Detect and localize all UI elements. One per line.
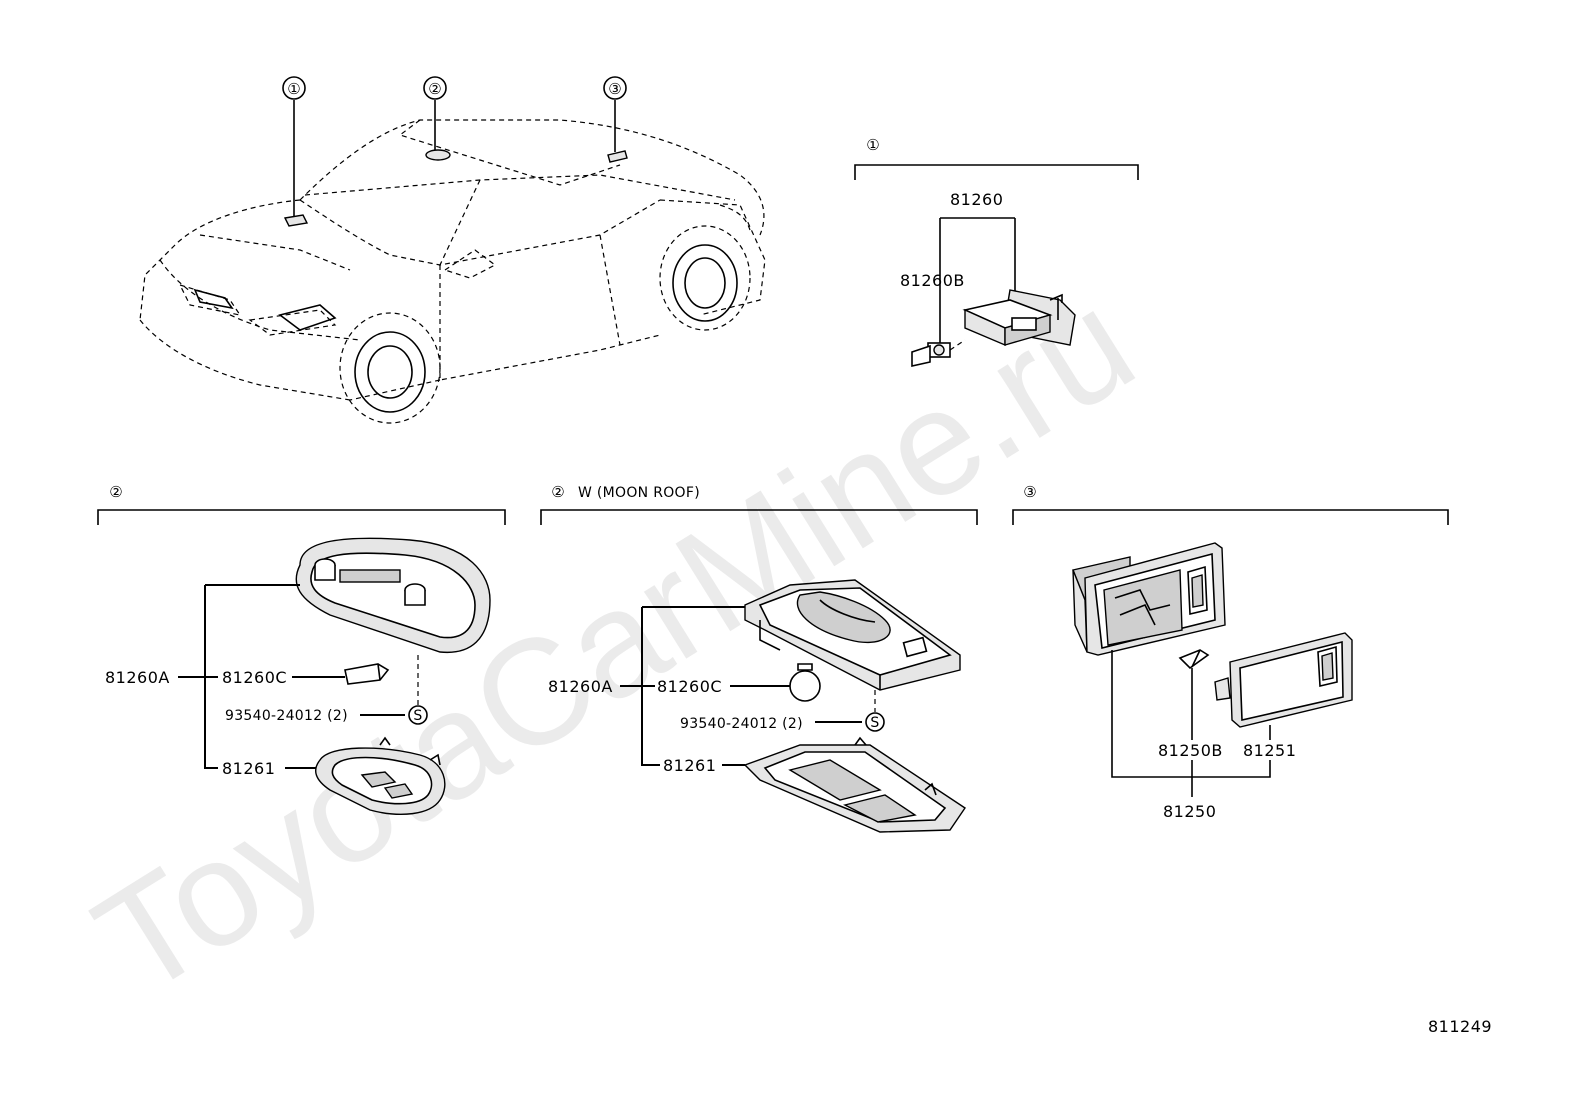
car-callout-3: ③ xyxy=(603,76,627,100)
section-2-marker: ② xyxy=(109,483,122,501)
section-2w-title: W (MOON ROOF) xyxy=(578,485,700,501)
bulb-81250B xyxy=(1178,649,1210,670)
svg-text:S: S xyxy=(413,708,422,724)
bulb-81260C xyxy=(344,663,390,685)
screw-93540: S xyxy=(408,705,428,725)
svg-text:②: ② xyxy=(428,80,441,98)
section-2: ② 81260A 81260C 93540-24012 (2) S xyxy=(97,483,506,815)
rear-wheel xyxy=(659,225,751,331)
part-label-93540-24012-w: 93540-24012 (2) xyxy=(680,716,803,732)
part-label-81261: 81261 xyxy=(222,759,275,778)
section-1: ① 81260 81260B xyxy=(854,136,1139,367)
part-label-81260A-w: 81260A xyxy=(548,677,613,696)
part-label-81250: 81250 xyxy=(1163,802,1216,821)
svg-text:③: ③ xyxy=(608,80,621,98)
section-3: ③ xyxy=(1012,483,1449,821)
part-label-81261-w: 81261 xyxy=(663,756,716,775)
leader-81260A xyxy=(204,584,300,769)
section-2-bracket xyxy=(97,509,506,525)
svg-text:S: S xyxy=(870,715,879,731)
moonroof-lamp-lens xyxy=(743,736,966,833)
section-1-bracket xyxy=(854,164,1139,180)
lamp-location-2 xyxy=(425,149,451,161)
figure-code: 811249 xyxy=(1428,1017,1492,1036)
bulb-81260B xyxy=(911,342,951,367)
part-label-81260A: 81260A xyxy=(105,668,170,687)
lamp-location-3 xyxy=(607,150,628,163)
car-outline xyxy=(139,119,766,401)
svg-text:①: ① xyxy=(287,80,300,98)
part-label-93540-24012: 93540-24012 (2) xyxy=(225,708,348,724)
section-2w: ② W (MOON ROOF) 81260A 81260C 93540-2401… xyxy=(540,483,978,833)
section-2w-bracket xyxy=(540,509,978,525)
section-3-bracket xyxy=(1012,509,1449,525)
car-overview: ① ② ③ xyxy=(139,76,766,424)
section-1-marker: ① xyxy=(866,136,879,154)
watermark: ToyotaCarMine.ru xyxy=(68,257,1161,1027)
section-3-marker: ③ xyxy=(1023,483,1036,501)
section-2w-marker: ② xyxy=(551,483,564,501)
front-wheel xyxy=(339,312,441,424)
map-lamp-unit xyxy=(962,289,1076,347)
car-callout-1: ① xyxy=(282,76,306,100)
bulb-81260C-w xyxy=(789,663,821,702)
dome-lamp-lens xyxy=(314,736,446,815)
part-label-81260C: 81260C xyxy=(222,668,287,687)
part-label-81250B: 81250B xyxy=(1158,741,1223,760)
lamp-housing-81250 xyxy=(1072,542,1226,656)
grille xyxy=(193,288,234,310)
leader-81250 xyxy=(1111,650,1271,778)
dome-lamp-housing xyxy=(295,537,491,654)
headlight xyxy=(278,304,337,331)
part-label-81260: 81260 xyxy=(950,190,1003,209)
part-label-81260C-w: 81260C xyxy=(657,677,722,696)
leader-81260A-w xyxy=(641,606,745,766)
screw-93540-w: S xyxy=(865,712,885,732)
leader-81260 xyxy=(939,217,1016,345)
part-label-81251: 81251 xyxy=(1243,741,1296,760)
part-label-81260B: 81260B xyxy=(900,271,965,290)
car-callout-2: ② xyxy=(423,76,447,100)
moonroof-lamp-housing xyxy=(744,579,961,691)
lamp-lens-81251 xyxy=(1214,632,1353,728)
lamp-location-1 xyxy=(283,214,309,227)
